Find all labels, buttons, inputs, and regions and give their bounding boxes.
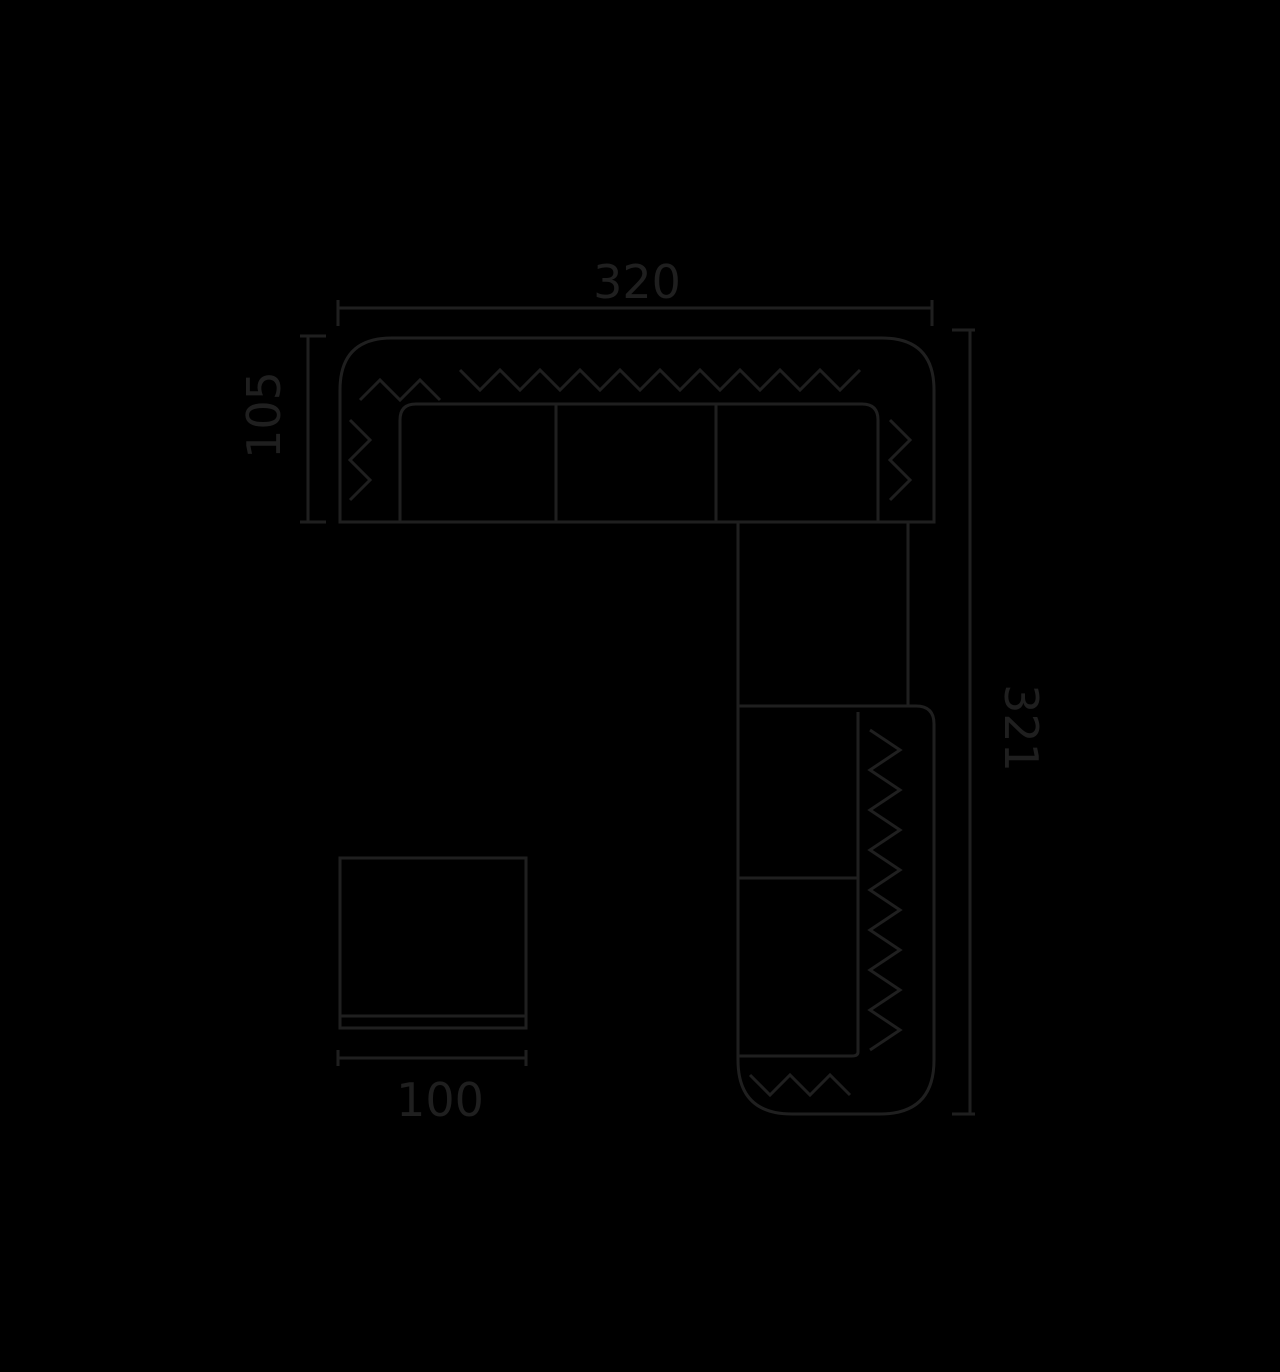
label-width-top: 320 <box>593 255 681 309</box>
label-ottoman-width: 100 <box>396 1073 484 1127</box>
ottoman <box>338 856 528 1030</box>
sofa-top-section <box>338 336 936 524</box>
dimension-top: 320 <box>336 255 934 326</box>
label-length-right: 321 <box>994 684 1048 772</box>
label-depth-left: 105 <box>237 371 291 459</box>
sofa-right-section <box>736 522 936 1116</box>
dimension-right: 321 <box>952 328 1048 1116</box>
dimension-ottoman: 100 <box>336 1050 528 1127</box>
dimension-left: 105 <box>237 334 326 524</box>
